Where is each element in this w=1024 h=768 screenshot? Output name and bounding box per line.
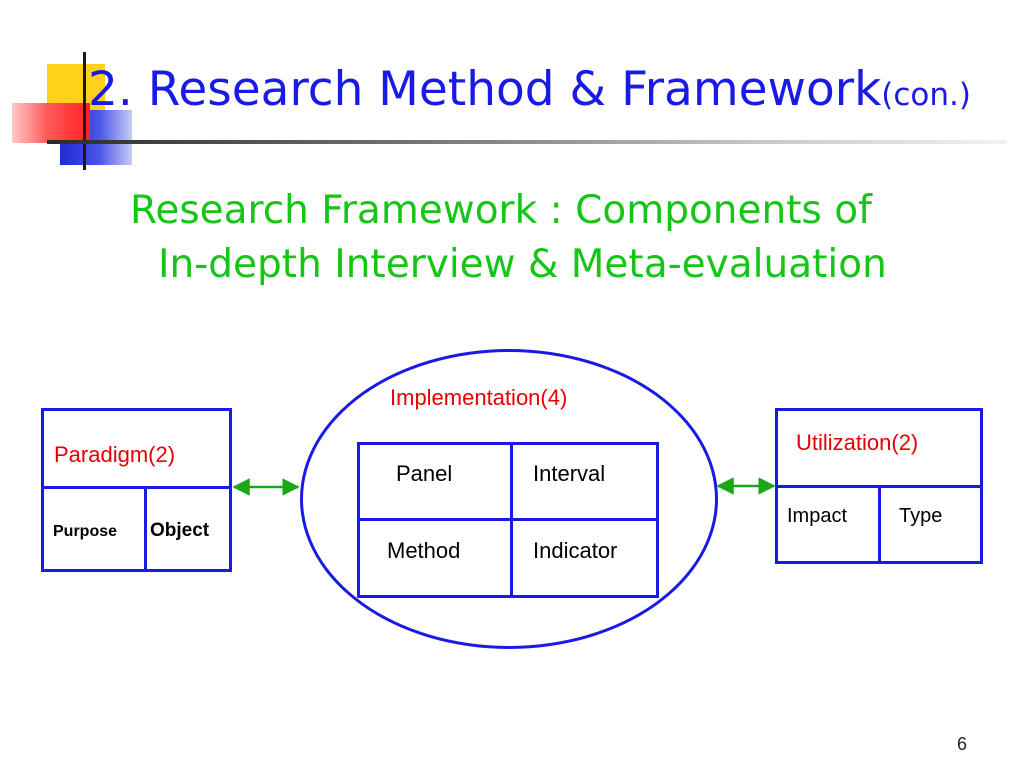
- utilization-cell-impact: Impact: [787, 505, 848, 527]
- paradigm-divider-v: [144, 486, 147, 572]
- implementation-label: Implementation(4): [390, 385, 568, 410]
- implementation-cell-interval: Interval: [533, 461, 606, 486]
- subtitle-line-1: Research Framework : Components of: [130, 188, 872, 233]
- utilization-cell-type: Type: [899, 505, 943, 527]
- implementation-cell-panel: Panel: [396, 461, 453, 486]
- paradigm-box: [41, 408, 232, 572]
- subtitle-line-2: In-depth Interview & Meta-evaluation: [158, 242, 887, 287]
- slide-title-main: 2. Research Method & Framework: [88, 62, 882, 117]
- implementation-ellipse: [300, 349, 718, 649]
- implementation-divider-v: [510, 442, 513, 598]
- logo-red-bar: [12, 103, 90, 143]
- slide-title-suffix: (con.): [881, 77, 971, 113]
- implementation-divider-h: [357, 518, 659, 521]
- page-number: 6: [956, 734, 967, 754]
- paradigm-cell-object: Object: [150, 520, 210, 541]
- title-underline: [47, 140, 1007, 144]
- utilization-divider-v: [878, 485, 881, 564]
- implementation-cell-method: Method: [387, 538, 461, 563]
- implementation-cell-indicator: Indicator: [533, 538, 618, 563]
- paradigm-label: Paradigm(2): [54, 442, 176, 467]
- logo-vertical-line: [83, 52, 86, 170]
- utilization-label: Utilization(2): [796, 430, 919, 455]
- slide-title: 2. Research Method & Framework(con.): [88, 60, 971, 125]
- paradigm-cell-purpose: Purpose: [53, 523, 118, 540]
- paradigm-divider-h: [41, 486, 232, 489]
